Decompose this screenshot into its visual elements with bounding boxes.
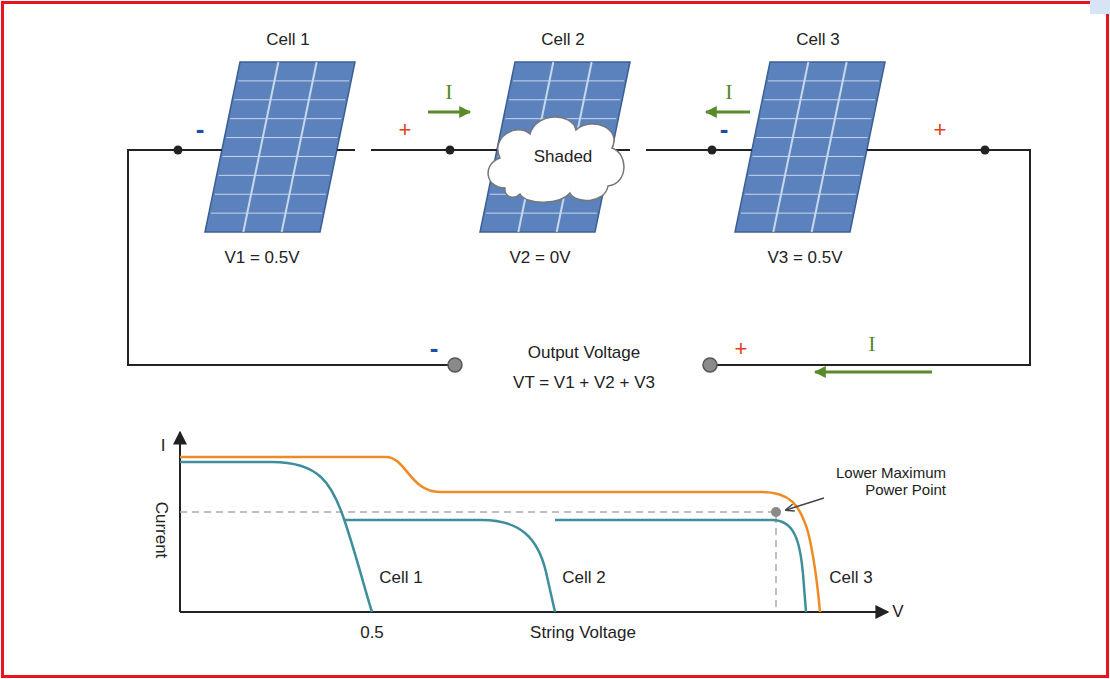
shade-cloud: Shaded: [480, 108, 646, 205]
voltage-label: V2 = 0V: [510, 248, 571, 268]
solar-cell: Cell 1: [205, 28, 371, 233]
solar-cell: Cell 2 Shaded: [480, 28, 646, 233]
cell-heading: Cell 2: [480, 30, 646, 50]
output-label: Output Voltage: [528, 343, 640, 363]
cell-heading: Cell 3: [735, 30, 901, 50]
frame: [3, 3, 1108, 677]
corner-tab: [1090, 0, 1110, 14]
wire: [646, 149, 735, 151]
string-curve: [180, 457, 820, 612]
wire: [371, 149, 480, 151]
output-terminals: [448, 358, 717, 372]
polarity-plus: +: [934, 117, 947, 142]
circuit-wires: [128, 150, 1030, 365]
cell-panel: [735, 62, 885, 232]
voltage-equation: VT = V1 + V2 + V3: [513, 373, 655, 393]
mpp-dot: [771, 507, 781, 517]
curve-label: Cell 2: [562, 568, 605, 588]
node-text: Shaded: [480, 147, 646, 167]
axis-title: Current: [151, 502, 171, 559]
cell-panel: [205, 62, 355, 232]
cell-curves: [180, 462, 806, 612]
leader-line: [786, 498, 824, 510]
graph-axes: [180, 432, 888, 612]
cell-panel: [480, 62, 630, 232]
wire-dots: [174, 146, 990, 155]
cloud-shape: [480, 108, 630, 205]
axis-title: String Voltage: [530, 623, 636, 643]
current-arrows: [428, 112, 932, 372]
cell-heading: Cell 1: [205, 30, 371, 50]
current-label: I: [725, 79, 732, 104]
curve-label: Cell 1: [379, 568, 422, 588]
solar-cell: Cell 3: [735, 28, 901, 233]
polarity-minus: -: [430, 334, 439, 364]
polarity-plus: +: [399, 117, 412, 142]
polarity-minus: -: [196, 115, 205, 145]
current-label: I: [445, 79, 452, 104]
axis-label: V: [892, 602, 903, 622]
curve-label: Cell 3: [829, 568, 872, 588]
mpp-guides: [180, 512, 776, 612]
voltage-label: V1 = 0.5V: [224, 248, 299, 268]
polarity-minus: -: [720, 115, 729, 145]
polarity-plus: +: [735, 336, 748, 361]
axis-label: I: [161, 436, 166, 456]
voltage-label: V3 = 0.5V: [767, 248, 842, 268]
tick-label: 0.5: [360, 623, 384, 643]
callout-label: Lower Maximum Power Point: [808, 464, 946, 499]
current-label: I: [868, 331, 875, 356]
